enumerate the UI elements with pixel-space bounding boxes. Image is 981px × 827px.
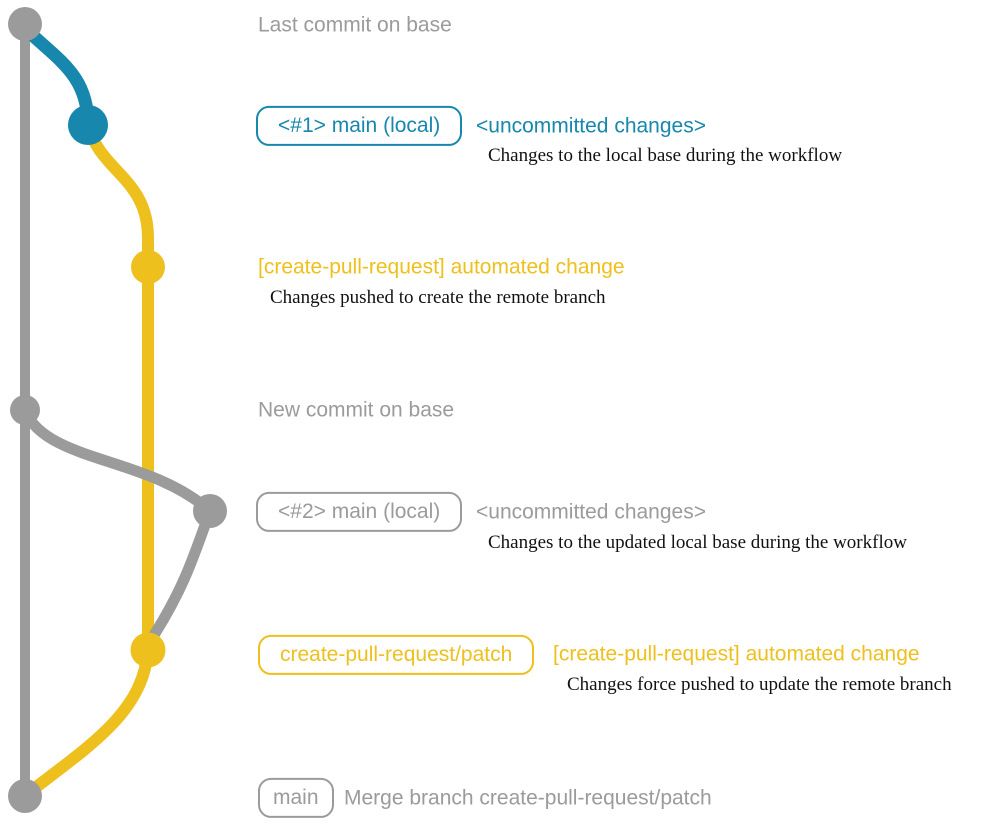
branch-badge-main-local-2: <#2> main (local)	[256, 491, 463, 533]
commit-dot-main-1	[68, 105, 108, 145]
branch-badge-main: main	[258, 777, 334, 819]
note-pushed-create-remote: Changes pushed to create the remote bran…	[270, 287, 606, 308]
rebase-to-patch-curve	[143, 505, 216, 649]
base-update-curve	[19, 405, 216, 517]
automated-change-title-2: [create-pull-request] automated change	[553, 642, 920, 666]
commit-dot-merge	[8, 779, 42, 813]
commit-dot-patch-2	[130, 632, 166, 668]
commit-dot-main-2	[193, 494, 227, 528]
new-commit-label: New commit on base	[258, 398, 455, 422]
commit-dot-patch-1	[131, 250, 165, 284]
commit-dot-last-base	[8, 7, 42, 41]
patch-branch-line	[82, 119, 154, 656]
note-updated-local-base-changes: Changes to the updated local base during…	[488, 532, 907, 553]
merge-commit-label: Merge branch create-pull-request/patch	[344, 786, 712, 810]
note-force-pushed-update-remote: Changes force pushed to update the remot…	[567, 674, 952, 695]
automated-change-title-1: [create-pull-request] automated change	[258, 255, 625, 279]
branch-badge-patch: create-pull-request/patch	[258, 634, 535, 676]
merge-to-base-curve	[21, 644, 154, 800]
uncommitted-changes-label-1: <uncommitted changes>	[476, 114, 706, 138]
note-local-base-changes: Changes to the local base during the wor…	[488, 145, 843, 166]
branch-badge-main-local-1: <#1> main (local)	[256, 105, 463, 147]
uncommitted-changes-label-2: <uncommitted changes>	[476, 500, 706, 524]
last-commit-label: Last commit on base	[258, 13, 452, 37]
commit-dot-new-base	[10, 395, 40, 425]
